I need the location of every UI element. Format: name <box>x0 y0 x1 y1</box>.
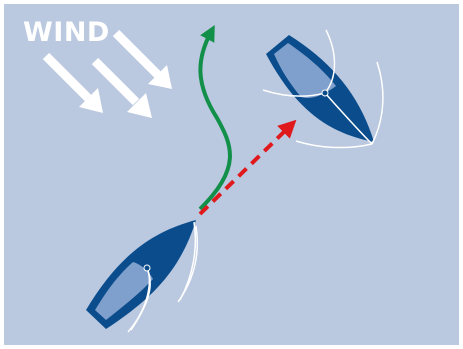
boat-deck <box>95 262 153 320</box>
curved-arrow-icon <box>198 24 232 211</box>
mast-point <box>143 264 151 272</box>
wind-arrows <box>42 29 172 118</box>
wind-arrow-icon <box>91 57 152 118</box>
mast-point <box>321 89 329 97</box>
boat-sails <box>127 221 199 333</box>
boat-sails <box>262 29 384 149</box>
boat-deck <box>274 43 336 98</box>
boat-icon <box>262 29 384 149</box>
boat-icon <box>86 220 199 333</box>
wind-arrow-icon <box>42 52 103 113</box>
wind-arrow-icon <box>112 29 172 89</box>
wind-label: WIND <box>23 17 110 48</box>
dashed-arrow-icon <box>198 119 297 216</box>
